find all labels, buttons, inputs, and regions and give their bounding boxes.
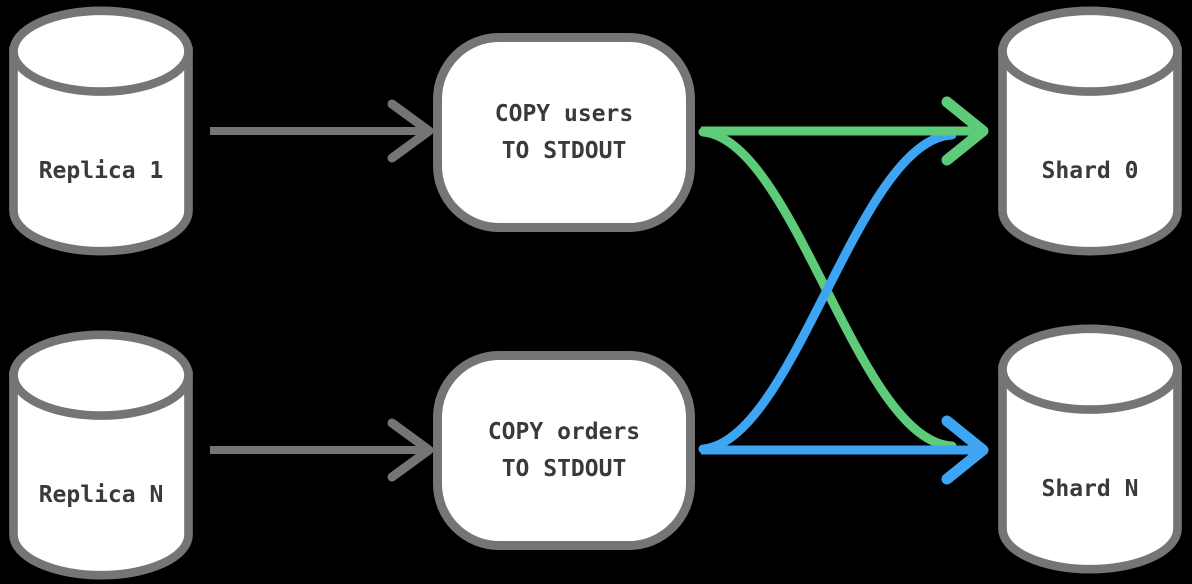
arrowhead-green [941,96,989,166]
node-label-replica-n: Replica N [38,482,164,508]
process-box-copy-orders: COPY orders TO STDOUT [433,351,695,550]
db-cylinder-shard-0: Shard 0 [992,6,1188,256]
cylinder-body [9,46,193,256]
process-label-line2: TO STDOUT [501,137,627,164]
cylinder-top [9,6,193,96]
database-icon [9,6,193,256]
node-label-replica-1: Replica 1 [38,158,164,184]
db-cylinder-shard-n: Shard N [992,324,1188,574]
cylinder-top [998,6,1182,96]
database-icon [998,6,1182,256]
cylinder-body [998,364,1182,574]
arrowhead-gray-bottom [387,418,434,482]
process-label-line1: COPY users [494,100,634,127]
node-label-shard-0: Shard 0 [1041,158,1139,184]
cylinder-body [9,370,193,580]
node-label-shard-n: Shard N [1041,476,1139,502]
process-label-line1: COPY orders [487,418,641,445]
database-icon [998,324,1182,574]
arrowhead-gray-top [387,99,434,163]
database-icon [9,330,193,580]
db-cylinder-replica-n: Replica N [3,330,199,580]
edge-copyorders-to-shard0-curve [698,130,957,454]
process-label-line2: TO STDOUT [501,455,627,482]
cylinder-top [998,324,1182,414]
arrowhead-blue [941,415,989,485]
cylinder-top [9,330,193,420]
cylinder-body [998,46,1182,256]
process-box-copy-users: COPY users TO STDOUT [433,33,695,232]
edge-copyusers-to-shardn-curve [698,127,957,451]
db-cylinder-replica-1: Replica 1 [3,6,199,256]
